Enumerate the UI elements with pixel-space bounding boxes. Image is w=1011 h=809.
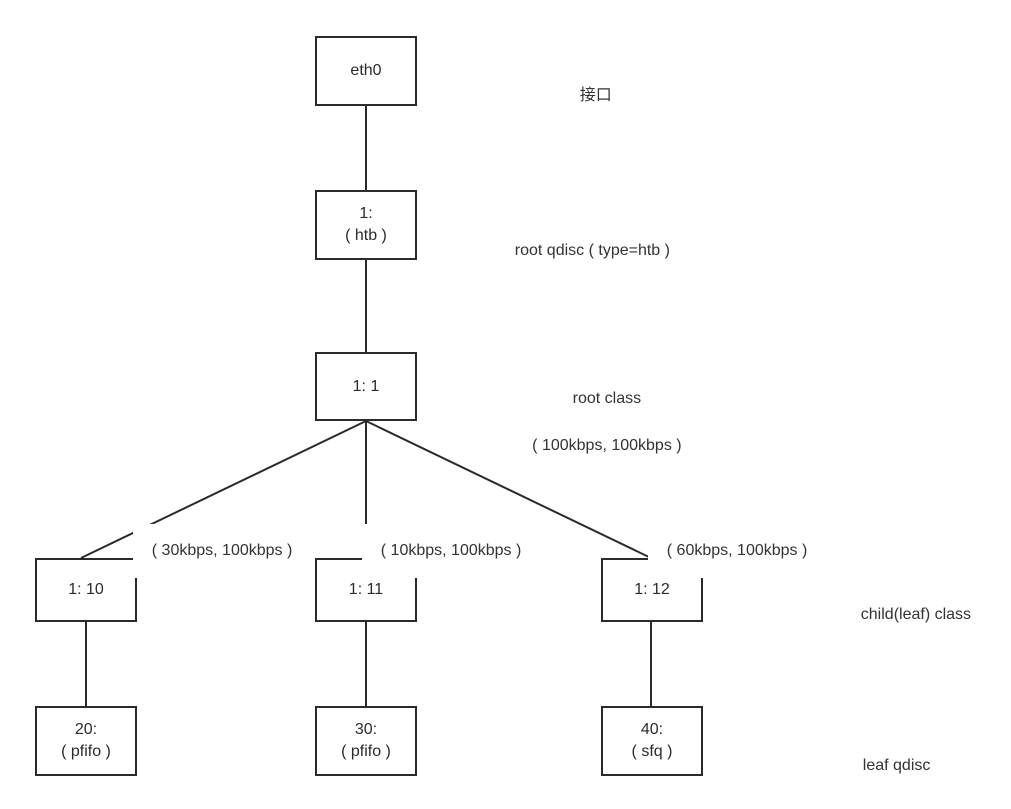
node-class-1-12-line1: 1: 12 (634, 581, 670, 599)
node-class-1-10[interactable]: 1: 10 (35, 558, 137, 622)
node-qdisc-30-line2: ( pfifo ) (341, 743, 391, 760)
edge-label-class12: ( 60kbps, 100kbps ) (648, 524, 809, 578)
node-qdisc-30[interactable]: 30: ( pfifo ) (315, 706, 417, 776)
node-root-qdisc-line1: 1: (359, 205, 373, 223)
node-qdisc-40-line2: ( sfq ) (631, 743, 673, 760)
node-interface-eth0-line1: eth0 (350, 62, 382, 80)
node-root-class-line1: 1: 1 (352, 377, 380, 395)
node-qdisc-20-line2: ( pfifo ) (61, 743, 111, 760)
label-root-class-line2: ( 100kbps, 100kbps ) (532, 436, 682, 454)
edge-label-class11-text: ( 10kbps, 100kbps ) (380, 542, 522, 559)
label-leaf-qdisc: leaf qdisc (845, 731, 931, 801)
edge-label-class12-text: ( 60kbps, 100kbps ) (666, 542, 808, 559)
label-root-qdisc: root qdisc ( type=htb ) (497, 216, 670, 286)
node-qdisc-30-line1: 30: (354, 721, 378, 739)
label-child-leaf-class: child(leaf) class (843, 580, 971, 650)
node-root-qdisc[interactable]: 1: ( htb ) (315, 190, 417, 260)
label-interface-text: 接口 (579, 87, 612, 105)
label-interface: 接口 (562, 61, 612, 131)
edge-label-class10-text: ( 30kbps, 100kbps ) (151, 542, 293, 559)
edge-label-class10: ( 30kbps, 100kbps ) (133, 524, 294, 578)
node-qdisc-40-line1: 40: (640, 721, 664, 739)
label-root-class: root class ( 100kbps, 100kbps ) (493, 364, 703, 480)
label-leaf-qdisc-text: leaf qdisc (862, 757, 931, 775)
node-qdisc-20-line1: 20: (74, 721, 98, 739)
node-qdisc-40[interactable]: 40: ( sfq ) (601, 706, 703, 776)
node-interface-eth0[interactable]: eth0 (315, 36, 417, 106)
node-class-1-11-line1: 1: 11 (348, 581, 384, 599)
node-class-1-10-line1: 1: 10 (68, 581, 104, 599)
node-qdisc-20[interactable]: 20: ( pfifo ) (35, 706, 137, 776)
label-root-qdisc-text: root qdisc ( type=htb ) (514, 242, 670, 260)
node-root-class[interactable]: 1: 1 (315, 352, 417, 421)
edge-label-class11: ( 10kbps, 100kbps ) (362, 524, 523, 578)
node-root-qdisc-line2: ( htb ) (345, 227, 387, 244)
label-child-leaf-class-text: child(leaf) class (860, 606, 972, 624)
label-root-class-line1: root class (572, 390, 642, 408)
